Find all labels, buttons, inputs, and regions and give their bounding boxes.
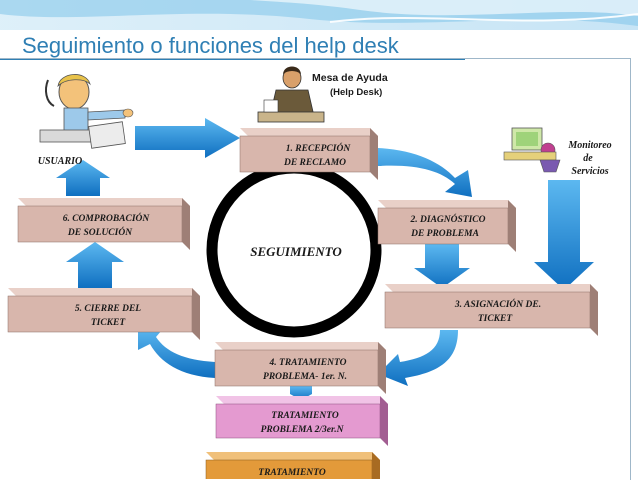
- step-diagnosis-line2: DE PROBLEMA: [410, 229, 479, 239]
- helpdesk-label-line1: Mesa de Ayuda: [312, 72, 388, 84]
- step-reception-line1: 1. RECEPCIÓN: [286, 142, 352, 154]
- step-treatment-level1: 4. TRATAMIENTO PROBLEMA- 1er. N.: [214, 342, 386, 394]
- monitoring-label-line2: de: [583, 153, 593, 164]
- step-verification-line2: DE SOLUCIÓN: [67, 226, 133, 238]
- step-treatment-line2: PROBLEMA- 1er. N.: [263, 372, 347, 382]
- helpdesk-label-line2: (Help Desk): [330, 87, 382, 98]
- diagram-frame: [0, 58, 631, 480]
- arrow-reception-to-diagnosis: [378, 148, 472, 197]
- step-diagnosis-line1: 2. DIAGNÓSTICO: [410, 213, 486, 225]
- tracking-ring-inner: [224, 178, 364, 326]
- step-treatment-level3: TRATAMIENTO: [205, 452, 380, 479]
- step-reception: 1. RECEPCIÓN DE RECLAMO: [239, 128, 378, 180]
- step-assignment: 3. ASIGNACIÓN DE. TICKET: [384, 284, 598, 336]
- monitoring-label-line3: Servicios: [571, 166, 608, 177]
- arrow-treatment-to-closure: [138, 328, 215, 378]
- step-closure-line1: 5. CIERRE DEL: [75, 304, 141, 314]
- arrow-closure-to-verification: [66, 242, 124, 288]
- step-assignment-line1: 3. ASIGNACIÓN DE.: [454, 298, 541, 310]
- monitoring-workstation-icon: [503, 127, 561, 173]
- step-assignment-line2: TICKET: [478, 314, 514, 324]
- step-treatment-line1: 4. TRATAMIENTO: [269, 358, 347, 368]
- step-closure: 5. CIERRE DEL TICKET: [7, 288, 200, 340]
- step-level2-line2: PROBLEMA 2/3er.N: [261, 425, 345, 435]
- step-closure-line2: TICKET: [91, 318, 127, 328]
- monitoring-label-line1: Monitoreo: [567, 140, 611, 151]
- center-label: SEGUIMIENTO: [250, 244, 342, 259]
- step-verification-line1: 6. COMPROBACIÓN: [63, 212, 151, 224]
- arrow-user-to-reception: [135, 118, 240, 158]
- slide-title: Seguimiento o funciones del help desk: [22, 33, 399, 58]
- step-level2-line1: TRATAMIENTO: [271, 411, 339, 421]
- user-label: USUARIO: [38, 156, 82, 167]
- arrow-verification-to-user: [56, 160, 110, 196]
- user-figure-icon: [39, 74, 134, 149]
- step-treatment-level2: TRATAMIENTO PROBLEMA 2/3er.N: [215, 396, 388, 446]
- step-verification: 6. COMPROBACIÓN DE SOLUCIÓN: [17, 198, 190, 250]
- step-diagnosis: 2. DIAGNÓSTICO DE PROBLEMA: [377, 200, 516, 252]
- step-reception-line2: DE RECLAMO: [283, 158, 346, 168]
- header-wave-decoration: [0, 0, 638, 30]
- title-underline: [0, 58, 465, 60]
- step-level3-line1: TRATAMIENTO: [258, 468, 326, 478]
- arrow-monitoring-to-assignment: [534, 180, 594, 290]
- arrow-assignment-to-treatment: [378, 330, 458, 386]
- arrow-diagnosis-to-assignment: [414, 244, 470, 288]
- helpdesk-operator-icon: [257, 66, 325, 123]
